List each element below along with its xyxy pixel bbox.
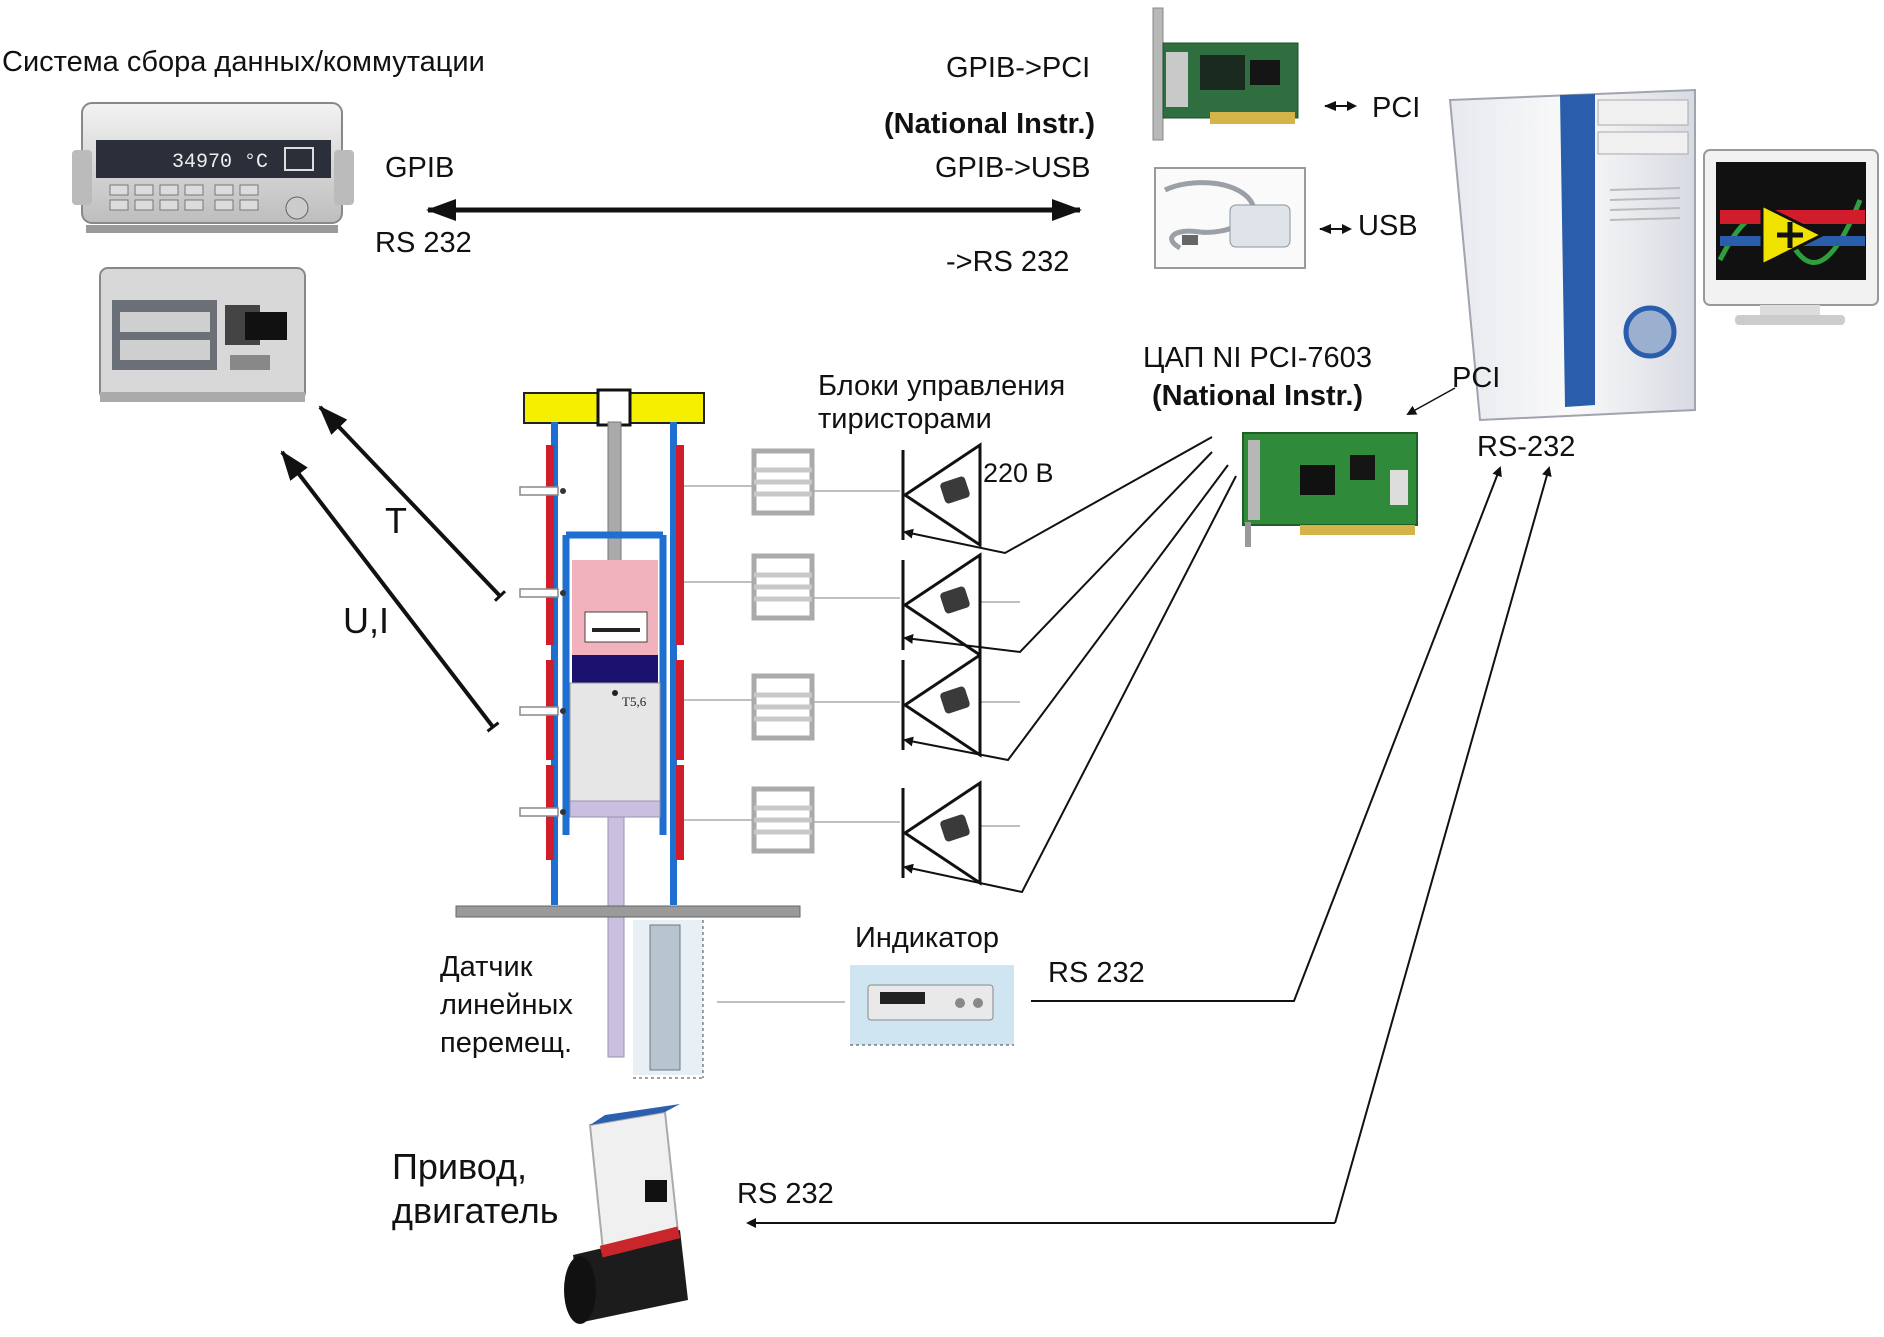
rs232-left-label: RS 232 [375,227,472,259]
thyristor-blocks-label: Блоки управления тиристорами [818,370,1066,436]
furnace-assembly [455,388,801,1058]
thyristor-icon [902,780,982,886]
thyristor-icon [902,652,982,758]
national-instr-label-1: (National Instr.) [884,108,1096,140]
meter-display-text: 34970 °C [172,151,268,174]
sensor-t56-label: T5,6 [622,694,647,709]
gpib-pci-card-icon [1152,7,1299,141]
thyristor-icon [902,442,982,548]
national-instr-label-2: (National Instr.) [1152,380,1364,412]
servo-drive-motor-icon [564,1104,688,1324]
usb-label: USB [1358,210,1418,242]
thyristor-icon [902,552,982,658]
dac-card-icon [1242,432,1418,547]
volt-220-label: 220 В [983,458,1054,488]
transformer-icon [751,448,815,516]
voltage-current-arrow [280,450,500,733]
to-rs232-label: ->RS 232 [946,246,1070,278]
dac-label: ЦАП NI PCI-7603 [1143,342,1372,374]
indicator-label: Индикатор [855,922,1000,954]
gpib-usb-label: GPIB->USB [935,152,1091,184]
temperature-arrow [318,405,507,602]
pci-right-label: PCI [1452,362,1501,394]
transformer-icon [751,673,815,741]
thyristor-units [684,442,1020,886]
indicator-device-icon [850,965,1014,1046]
transformer-icon [751,553,815,621]
base-plate [455,905,801,918]
lower-block [569,682,661,802]
data-acquisition-unit-icon: 34970 °C [72,102,354,233]
drive-rs232-line [1334,466,1552,1224]
linear-encoder-icon [633,920,704,1079]
rs232-indicator-label: RS 232 [1048,957,1145,989]
transformer-icon [751,786,815,854]
gpib-pci-label: GPIB->PCI [946,52,1091,84]
linear-sensor-label: Датчик линейных перемещ. [440,951,573,1059]
pci-top-label: PCI [1372,92,1421,124]
labview-monitor-icon [1703,149,1879,325]
drive-label: Привод, двигатель [392,1146,559,1231]
gpib-label: GPIB [385,152,455,184]
indicator-rs232-line [1031,466,1502,1002]
voltage-current-label: U,I [343,600,390,641]
data-acquisition-rear-icon [99,267,306,402]
pc-tower-icon [1448,88,1696,422]
temperature-label: T [385,500,407,541]
piston [572,655,658,683]
rs232-pc-label: RS-232 [1477,431,1576,463]
rs232-drive-label: RS 232 [737,1178,834,1210]
daq-title: Система сбора данных/коммутации [2,46,485,78]
gpib-usb-adapter-icon [1154,167,1306,269]
lower-rod [607,816,625,1058]
